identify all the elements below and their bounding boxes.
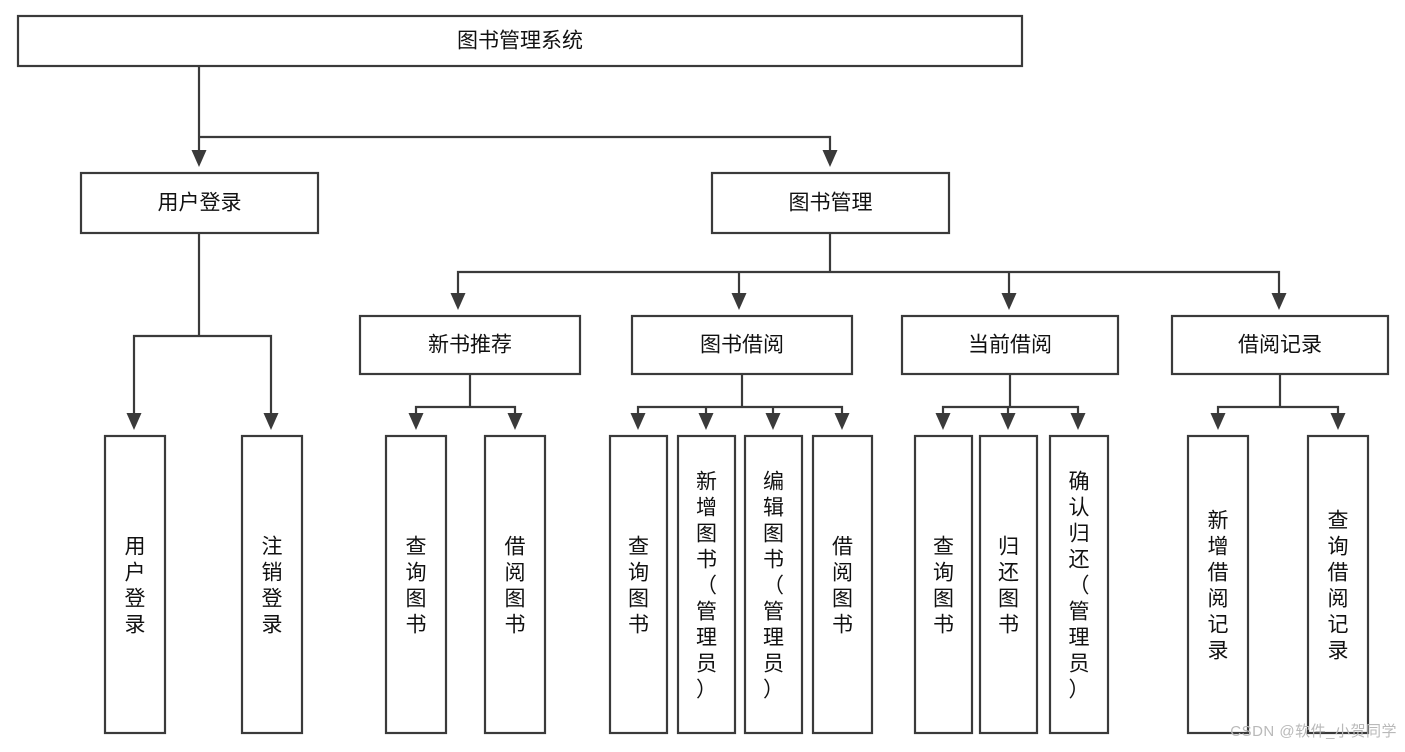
node-leaf-query-book-3[interactable]: 查询图书 [913, 434, 974, 735]
node-label-leaf-query-book-2: 查询图书 [628, 536, 649, 637]
connector-line [636, 372, 844, 416]
connector-layer [126, 64, 1346, 430]
connector-arrowhead [408, 413, 424, 430]
node-root[interactable]: 图书管理系统 [16, 14, 1024, 68]
connector-book-manage [450, 231, 1287, 310]
node-book-manage[interactable]: 图书管理 [710, 171, 951, 235]
node-box-leaf-add-record[interactable] [1186, 434, 1250, 735]
connector-arrowhead [191, 150, 207, 167]
node-leaf-add-book[interactable]: 新增图书（管理员） [676, 434, 737, 735]
node-leaf-edit-book[interactable]: 编辑图书（管理员） [743, 434, 804, 735]
connector-arrowhead [822, 150, 838, 167]
node-label-new-book-rec: 新书推荐 [428, 334, 512, 357]
node-box-borrow-record[interactable] [1170, 314, 1390, 376]
node-label-leaf-query-book-3: 查询图书 [933, 536, 954, 637]
node-leaf-borrow-book-2[interactable]: 借阅图书 [811, 434, 874, 735]
connector-line [1216, 372, 1340, 416]
node-box-leaf-borrow-book-1[interactable] [483, 434, 547, 735]
node-label-leaf-borrow-book-2: 借阅图书 [832, 536, 853, 637]
connector-line [456, 231, 1281, 296]
node-label-leaf-confirm-return: 确认归还（管理员） [1069, 471, 1090, 702]
node-label-leaf-query-book-1: 查询图书 [406, 536, 427, 637]
connector-arrowhead [935, 413, 951, 430]
node-label-current-borrow: 当前借阅 [968, 334, 1052, 357]
node-current-borrow[interactable]: 当前借阅 [900, 314, 1120, 376]
connector-arrowhead [1001, 293, 1017, 310]
node-box-leaf-user-login[interactable] [103, 434, 167, 735]
node-box-leaf-edit-book[interactable] [743, 434, 804, 735]
connector-arrowhead [765, 413, 781, 430]
node-box-leaf-return-book[interactable] [978, 434, 1039, 735]
node-box-book-manage[interactable] [710, 171, 951, 235]
connector-arrowhead [507, 413, 523, 430]
node-borrow-record[interactable]: 借阅记录 [1170, 314, 1390, 376]
connector-line [132, 231, 273, 416]
connector-new-book-rec [408, 372, 523, 430]
node-leaf-return-book[interactable]: 归还图书 [978, 434, 1039, 735]
node-box-leaf-query-book-2[interactable] [608, 434, 669, 735]
node-box-leaf-borrow-book-2[interactable] [811, 434, 874, 735]
node-box-leaf-logout[interactable] [240, 434, 304, 735]
node-label-book-manage: 图书管理 [789, 192, 873, 215]
node-label-leaf-add-record: 新增借阅记录 [1208, 510, 1229, 663]
node-leaf-borrow-book-1[interactable]: 借阅图书 [483, 434, 547, 735]
node-label-book-borrow: 图书借阅 [700, 334, 784, 357]
connector-root [191, 64, 838, 167]
node-layer: 图书管理系统用户登录图书管理新书推荐图书借阅当前借阅借阅记录用户登录注销登录查询… [16, 14, 1390, 735]
node-label-leaf-logout: 注销登录 [262, 536, 283, 637]
connector-borrow-record [1210, 372, 1346, 430]
node-leaf-add-record[interactable]: 新增借阅记录 [1186, 434, 1250, 735]
connector-arrowhead [698, 413, 714, 430]
connector-line [414, 372, 517, 416]
connector-arrowhead [1330, 413, 1346, 430]
connector-arrowhead [731, 293, 747, 310]
connector-arrowhead [1271, 293, 1287, 310]
node-box-user-login[interactable] [79, 171, 320, 235]
node-book-borrow[interactable]: 图书借阅 [630, 314, 854, 376]
node-leaf-logout[interactable]: 注销登录 [240, 434, 304, 735]
node-leaf-user-login[interactable]: 用户登录 [103, 434, 167, 735]
node-leaf-confirm-return[interactable]: 确认归还（管理员） [1048, 434, 1110, 735]
connector-book-borrow [630, 372, 850, 430]
connector-line [197, 64, 832, 153]
node-box-current-borrow[interactable] [900, 314, 1120, 376]
node-box-leaf-confirm-return[interactable] [1048, 434, 1110, 735]
connector-arrowhead [126, 413, 142, 430]
node-box-new-book-rec[interactable] [358, 314, 582, 376]
connector-arrowhead [1000, 413, 1016, 430]
node-leaf-query-book-2[interactable]: 查询图书 [608, 434, 669, 735]
connector-arrowhead [263, 413, 279, 430]
node-box-root[interactable] [16, 14, 1024, 68]
node-label-leaf-borrow-book-1: 借阅图书 [505, 536, 526, 637]
node-box-leaf-add-book[interactable] [676, 434, 737, 735]
node-user-login[interactable]: 用户登录 [79, 171, 320, 235]
connector-arrowhead [1070, 413, 1086, 430]
node-box-book-borrow[interactable] [630, 314, 854, 376]
node-label-leaf-query-record: 查询借阅记录 [1328, 510, 1349, 663]
node-label-user-login: 用户登录 [158, 192, 242, 215]
node-label-root: 图书管理系统 [457, 30, 583, 53]
node-label-borrow-record: 借阅记录 [1238, 334, 1322, 357]
connector-arrowhead [834, 413, 850, 430]
connector-arrowhead [1210, 413, 1226, 430]
connector-arrowhead [450, 293, 466, 310]
node-new-book-rec[interactable]: 新书推荐 [358, 314, 582, 376]
node-label-leaf-edit-book: 编辑图书（管理员） [763, 471, 784, 702]
node-label-leaf-user-login: 用户登录 [125, 536, 146, 637]
node-box-leaf-query-book-1[interactable] [384, 434, 448, 735]
connector-current-borrow [935, 372, 1086, 430]
connector-arrowhead [630, 413, 646, 430]
connector-line [941, 372, 1080, 416]
node-box-leaf-query-record[interactable] [1306, 434, 1370, 735]
node-label-leaf-add-book: 新增图书（管理员） [696, 471, 717, 702]
node-leaf-query-record[interactable]: 查询借阅记录 [1306, 434, 1370, 735]
node-label-leaf-return-book: 归还图书 [998, 536, 1019, 637]
node-leaf-query-book-1[interactable]: 查询图书 [384, 434, 448, 735]
connector-user-login [126, 231, 279, 430]
node-box-leaf-query-book-3[interactable] [913, 434, 974, 735]
